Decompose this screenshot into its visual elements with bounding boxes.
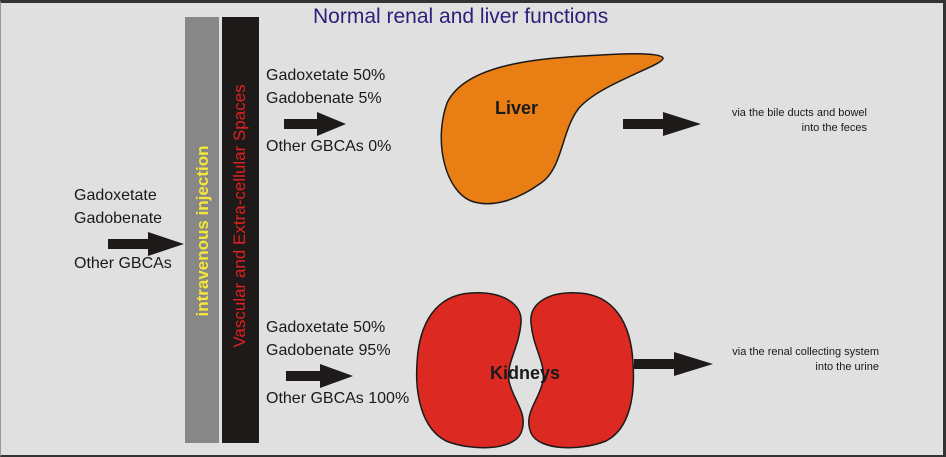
injection-bar [185,17,219,443]
liver-agent-list: Gadoxetate 50% Gadobenate 5% Other GBCAs… [266,64,391,158]
spaces-bar [222,17,259,443]
input-agent: Gadoxetate [74,187,157,204]
kidney-agent: Gadobenate 95% [266,342,391,359]
route-line: into the feces [801,122,867,134]
route-line: via the bile ducts and bowel [731,107,867,119]
liver-route: via the bile ducts and bowel into the fe… [732,106,867,136]
kidney-route: via the renal collecting system into the… [732,345,879,375]
liver-arrow-in [284,112,346,136]
route-line: via the renal collecting system [732,346,879,358]
liver-agent: Gadoxetate 50% [266,67,386,84]
diagram-title: Normal renal and liver functions [313,5,609,28]
liver-shape [440,53,664,205]
kidney-left-shape [415,292,524,449]
input-agent: Gadobenate [74,210,163,227]
kidneys-label: Kidneys [490,363,561,383]
spaces-label: Vascular and Extra-cellular Spaces [230,84,249,348]
kidney-arrow-out [634,352,713,376]
input-agent-list: Gadoxetate Gadobenate Other GBCAs [74,184,172,275]
liver-agent: Other GBCAs 0% [266,138,392,155]
liver-arrow-out [623,112,701,136]
liver-agent: Gadobenate 5% [266,90,382,107]
kidney-agent: Gadoxetate 50% [266,319,386,336]
diagram-graphics [108,17,713,449]
kidney-agent-list: Gadoxetate 50% Gadobenate 95% Other GBCA… [266,316,409,410]
injection-label: intravenous injection [193,145,212,317]
input-arrow [108,232,184,256]
input-agent: Other GBCAs [74,255,172,272]
kidney-right-shape [528,292,635,449]
kidney-arrow-in [286,364,353,388]
route-line: into the urine [815,361,879,373]
liver-label: Liver [495,98,539,118]
kidney-agent: Other GBCAs 100% [266,390,410,407]
